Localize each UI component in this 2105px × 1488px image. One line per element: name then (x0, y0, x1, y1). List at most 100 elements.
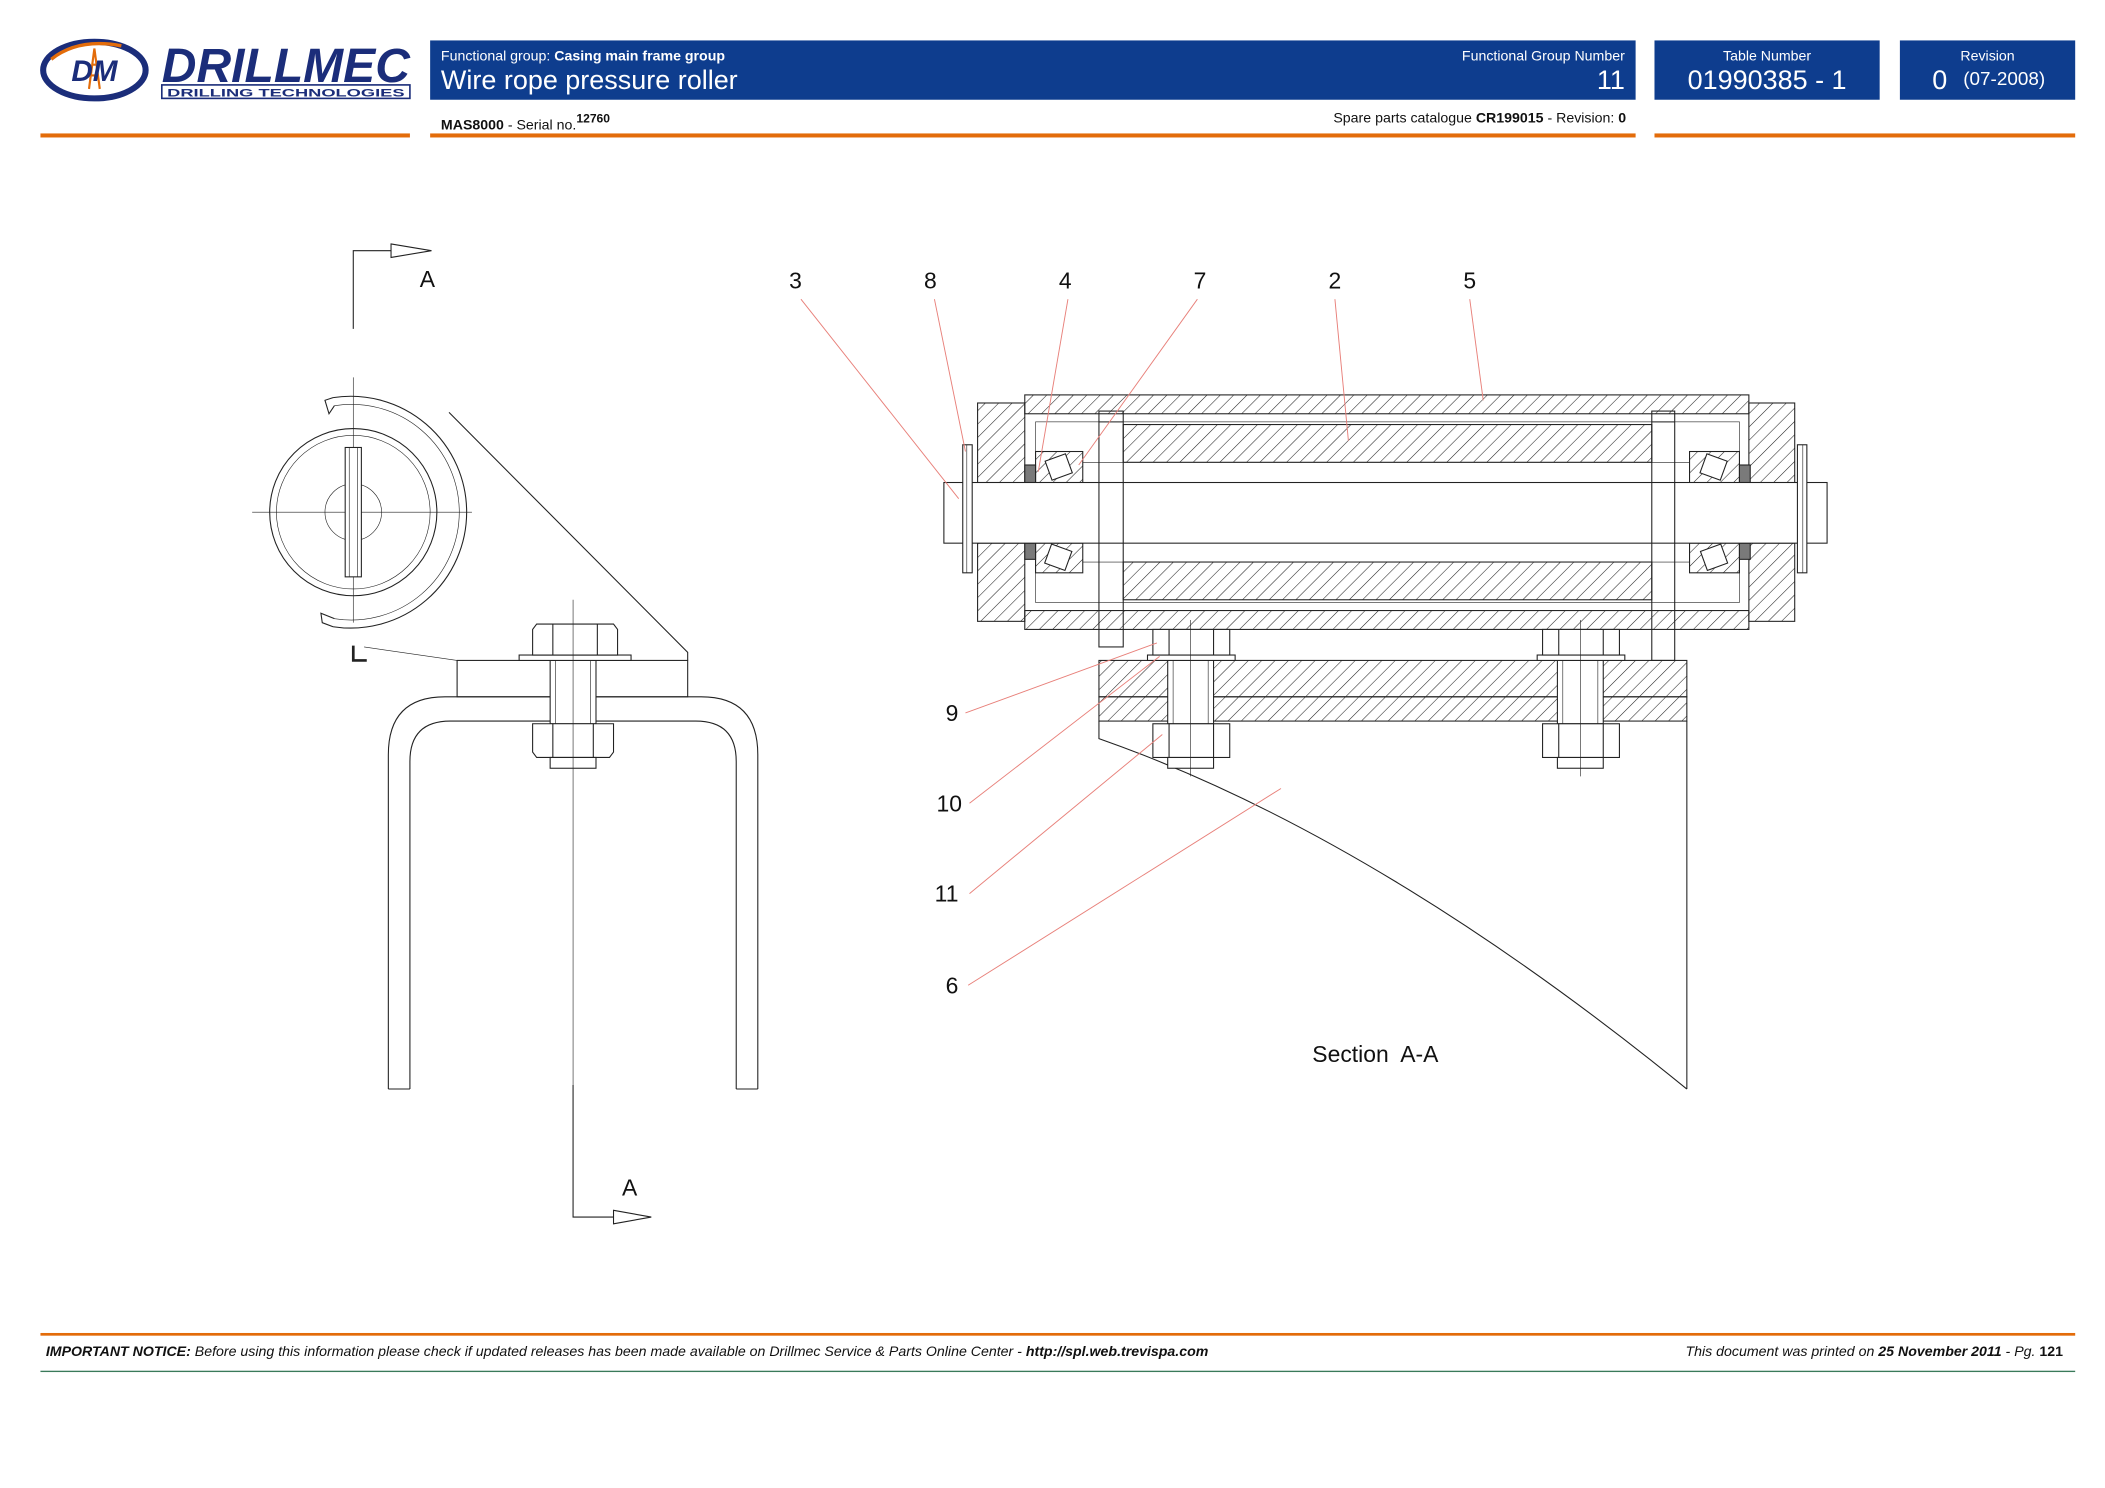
callout-5: 5 (1463, 267, 1476, 293)
section-arrow-bottom (612, 1209, 652, 1225)
title-underline (430, 133, 1636, 138)
right-flange-top (1748, 402, 1796, 484)
revision-label: Revision (1960, 48, 2015, 65)
callout-labels: 3 8 4 7 2 5 9 10 11 6 (789, 267, 1476, 998)
functional-group-label: Functional group: (440, 48, 551, 65)
section-marker-top: A (420, 266, 436, 292)
roller-outer-circle (269, 428, 438, 597)
functional-group-number: 11 (1596, 66, 1625, 96)
footer-bottom-rule (40, 1370, 2076, 1373)
bracket-arc-inner (334, 404, 460, 621)
notice-text: Before using this information please che… (194, 1343, 1022, 1360)
notice-label: IMPORTANT NOTICE: (45, 1343, 191, 1360)
anchor-bolt-left (1146, 619, 1236, 777)
callout-7: 7 (1194, 267, 1207, 293)
leader-5 (1469, 299, 1484, 401)
functional-group-number-label: Functional Group Number (1461, 48, 1625, 65)
section-view: 3 8 4 7 2 5 9 10 11 6 Section A-A (789, 267, 1828, 1090)
callout-8: 8 (924, 267, 937, 293)
leader-lines (800, 298, 1484, 986)
bracket-tab-bottom (320, 612, 335, 628)
callout-2: 2 (1329, 267, 1342, 293)
bolt-hex-nut-top (1542, 628, 1620, 656)
leader-2 (1334, 299, 1349, 441)
callout-10: 10 (937, 790, 962, 816)
section-marker-bottom: A (622, 1175, 638, 1201)
serial-label: - Serial no. (507, 117, 577, 134)
section-arrow-top (390, 243, 432, 259)
right-flange-bottom (1748, 542, 1796, 622)
diagonal-bracket (448, 412, 689, 661)
left-seal-top (1024, 464, 1037, 484)
catalogue-label: Spare parts catalogue (1333, 110, 1472, 127)
table-number-label: Table Number (1723, 48, 1812, 65)
left-bearing (1035, 450, 1084, 574)
leader-11 (969, 734, 1163, 894)
leader-9 (965, 642, 1158, 714)
bolt-hex-nut-bottom (1542, 723, 1620, 759)
view-tick (351, 645, 367, 662)
roller-inner-circle (276, 435, 431, 590)
printed-prefix: This document was printed on (1685, 1343, 1875, 1360)
model-serial-line: MAS8000 - Serial no.12760 (441, 109, 610, 135)
inner-roller-top (1122, 424, 1653, 463)
important-notice: IMPORTANT NOTICE: Before using this info… (46, 1344, 1209, 1362)
section-title: Section A-A (1312, 1041, 1439, 1067)
bolt-hex-nut-top (1152, 628, 1231, 656)
page-title: Wire rope pressure roller (440, 66, 738, 96)
bolt-washer (1146, 654, 1236, 661)
section-marker-top-line (352, 250, 392, 329)
bolt-hex-nut-bottom (1152, 723, 1231, 759)
outer-tube-top-wall (1024, 394, 1750, 415)
callout-9: 9 (946, 700, 959, 726)
table-number: 01990385 - 1 (1687, 66, 1847, 96)
model-name: MAS8000 (440, 117, 504, 134)
printed-date: 25 November 2011 (1878, 1343, 2002, 1360)
catalogue-revision: 0 (1618, 110, 1627, 127)
leader-8 (933, 299, 966, 452)
online-center-link[interactable]: http://spl.web.trevispa.com (1025, 1343, 1209, 1360)
logo-monogram: DM (71, 55, 118, 88)
footer-rule (40, 1332, 2076, 1336)
callout-6: 6 (946, 972, 959, 998)
derrick-icon (87, 48, 101, 90)
left-flange-bottom (977, 542, 1026, 622)
anchor-bolt-right (1536, 619, 1626, 777)
left-seal-bottom (1024, 542, 1037, 560)
left-side-plate (1098, 410, 1124, 648)
catalogue-code: CR199015 (1475, 110, 1544, 127)
callout-11: 11 (935, 881, 959, 907)
revision-date: (07-2008) (1963, 67, 2046, 89)
functional-group-value: Casing main frame group (554, 48, 725, 65)
leader-6 (967, 788, 1282, 986)
right-seal-bottom (1738, 542, 1751, 560)
functional-group-line: Functional group: Casing main frame grou… (441, 49, 725, 65)
outer-tube-bottom-wall (1024, 610, 1750, 630)
right-washer (1796, 444, 1808, 574)
bolt-hex-nut-top (532, 623, 619, 656)
leader-7 (1078, 298, 1198, 466)
bolt-washer (518, 654, 632, 661)
table-number-box: Table Number 01990385 - 1 (1654, 40, 1880, 100)
roller-shaft (943, 481, 1828, 544)
side-view: A (252, 243, 759, 1225)
logo-swoosh (50, 42, 122, 61)
section-marker-bottom-line (572, 1084, 614, 1218)
page-number: 121 (2039, 1343, 2064, 1360)
left-flange-top (977, 402, 1026, 484)
revision-number: 0 (1932, 66, 1948, 96)
inner-roller-bottom (1122, 561, 1653, 601)
logo-tagline: DRILLING TECHNOLOGIES (167, 87, 405, 99)
logo-tagline-box (160, 84, 411, 100)
catalogue-revision-label: - Revision: (1547, 110, 1615, 127)
bracket-link (364, 646, 458, 661)
leader-3 (800, 298, 960, 499)
bolt-washer (1536, 654, 1626, 661)
left-washer (962, 444, 973, 574)
logo-oval (40, 38, 149, 102)
title-bar: Functional group: Casing main frame grou… (430, 40, 1636, 100)
center-plate (344, 446, 362, 578)
revision-box: Revision 0 (07-2008) (1899, 40, 2076, 100)
